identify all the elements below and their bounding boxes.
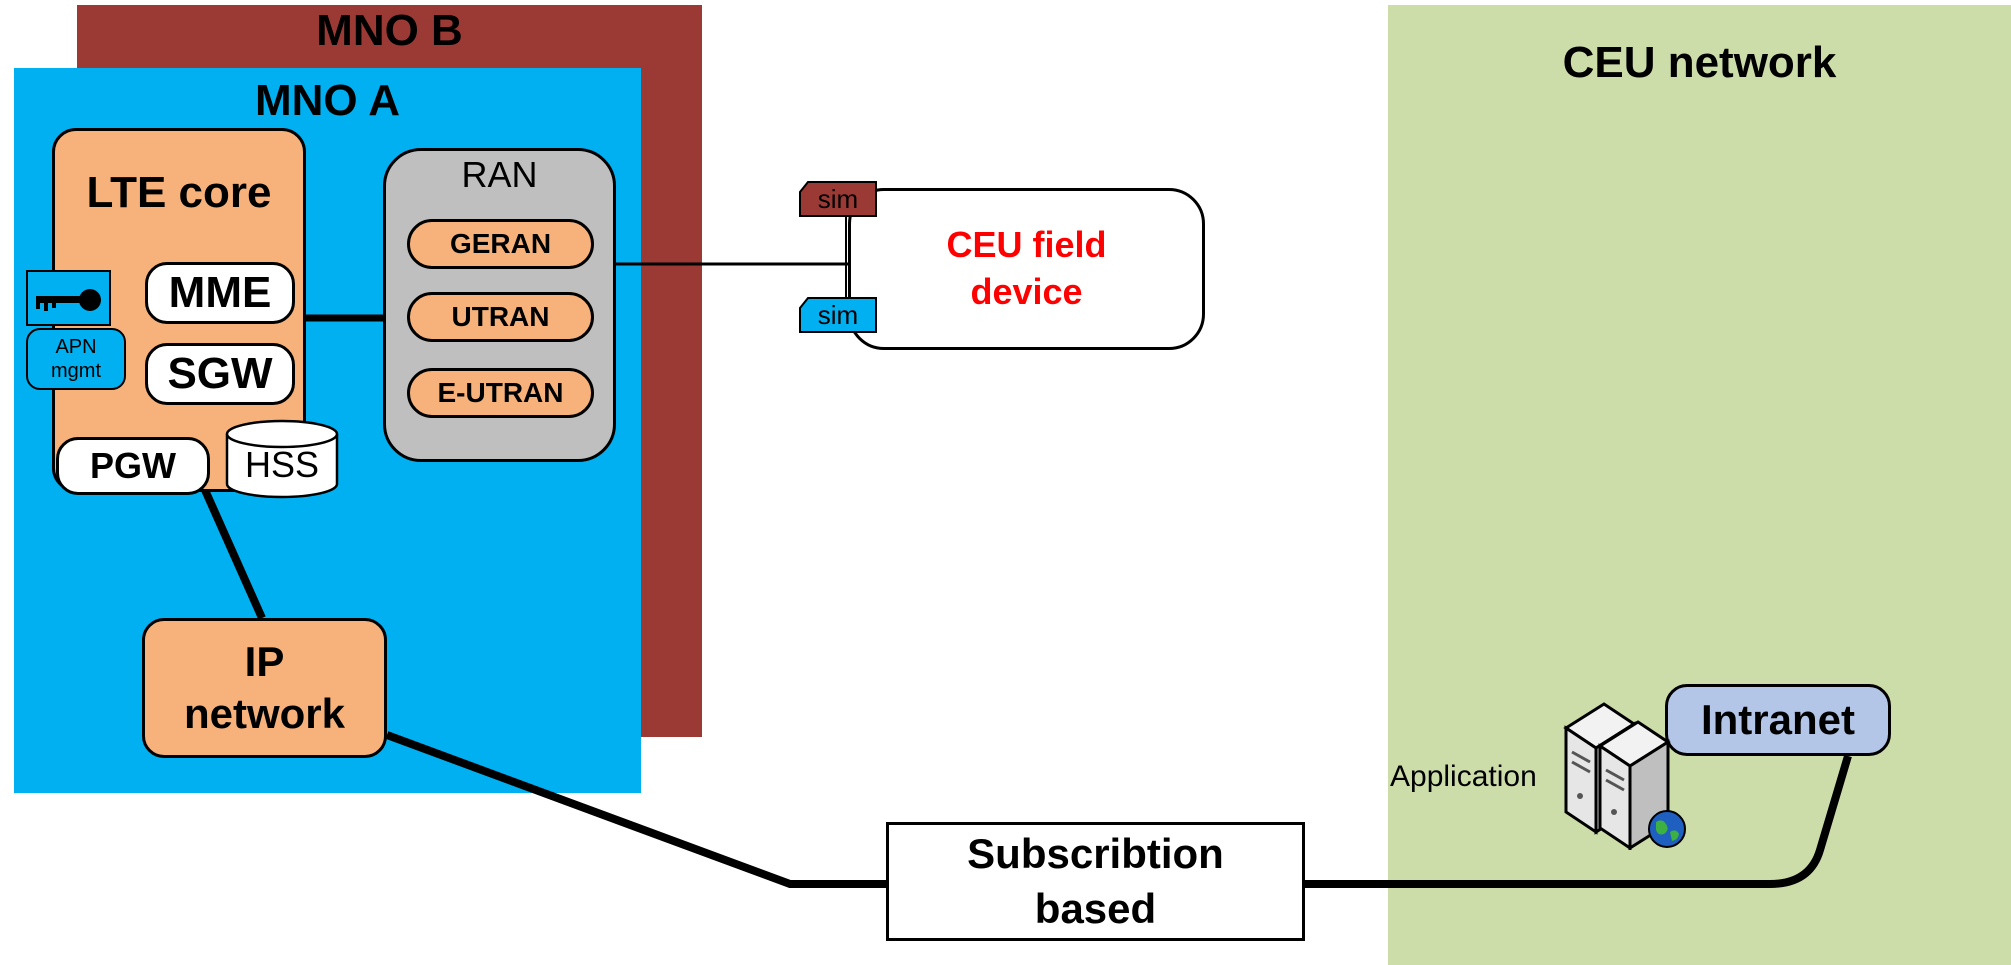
sim-label-top: sim: [817, 183, 859, 214]
ceu-network-region: [1388, 5, 2011, 965]
device-line2: device: [970, 271, 1083, 312]
sgw-box: SGW: [145, 343, 295, 405]
ip-subscription-link: [385, 731, 886, 888]
ceu-network-label: CEU network: [1562, 38, 1837, 87]
ran-item-utran: UTRAN: [407, 292, 594, 342]
ip-network-line2: network: [183, 690, 346, 737]
sim-label-bottom: sim: [817, 299, 859, 330]
ceu-field-device: CEU field device: [848, 188, 1205, 350]
mno-a-label: MNO A: [254, 76, 401, 125]
subscription-line1: Subscribtion: [967, 829, 1224, 877]
hss-database-icon: [225, 419, 339, 499]
ip-network-box: IP network: [142, 618, 387, 758]
mno-b-label: MNO B: [316, 6, 463, 55]
sim-card-icon-mno-a: [799, 297, 877, 333]
sim-card-icon-mno-b: [799, 181, 877, 217]
subscription-based-box: Subscribtion based: [886, 822, 1305, 941]
hss-label: HSS: [244, 444, 320, 485]
subscription-line2: based: [1034, 884, 1157, 932]
pgw-box: PGW: [56, 437, 210, 495]
ip-network-line1: IP: [244, 637, 285, 685]
intranet-box: Intranet: [1665, 684, 1891, 756]
device-line1: CEU field: [946, 224, 1107, 266]
apn-mgmt-label: APN mgmt: [26, 328, 126, 390]
globe-icon: [1648, 810, 1686, 848]
ran-item-e-utran: E-UTRAN: [407, 368, 594, 418]
apn-label-line1: APN: [55, 336, 97, 358]
mme-box: MME: [145, 262, 295, 324]
key-icon: [26, 270, 111, 326]
apn-label-line2: mgmt: [51, 360, 101, 382]
lte-core-title: LTE core: [86, 168, 272, 217]
ran-title: RAN: [461, 154, 538, 195]
subscription-intranet-link: [1305, 754, 1852, 888]
ran-item-geran: GERAN: [407, 219, 594, 269]
application-label: Application: [1390, 760, 1537, 793]
pgw-ip-link: [201, 488, 266, 620]
